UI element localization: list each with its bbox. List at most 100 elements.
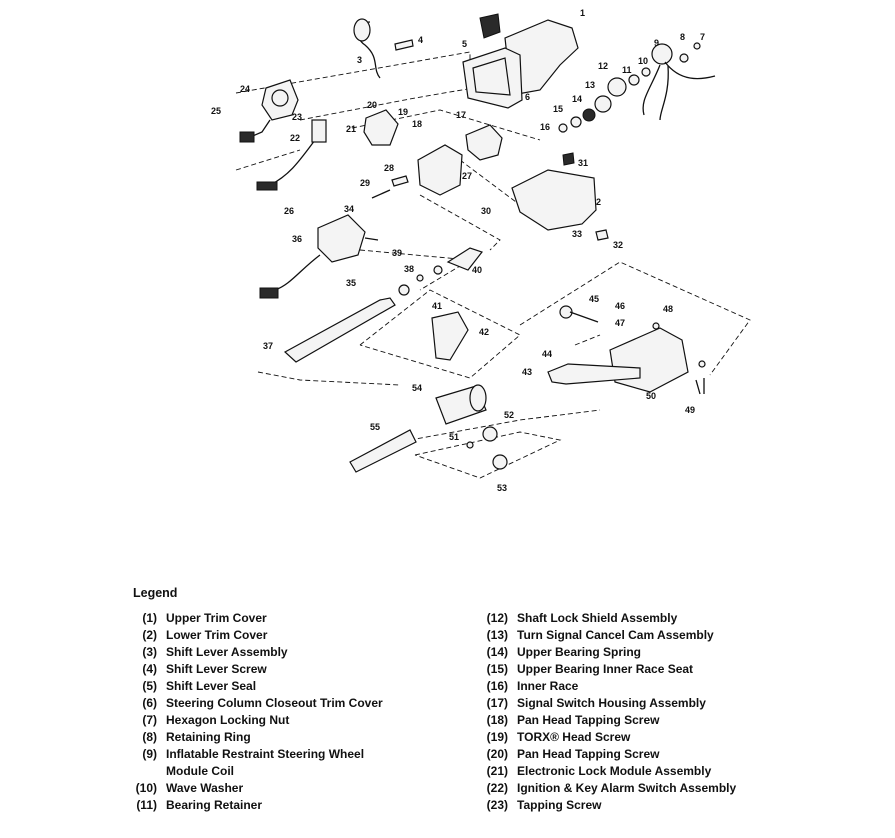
legend-item: (9)Inflatable Restraint Steering Wheel M… (142, 747, 365, 778)
ignition-switch-wiring (269, 139, 316, 186)
callout-47: 47 (615, 318, 625, 328)
callout-5: 5 (462, 39, 467, 49)
assembly-dash-lines (235, 51, 751, 479)
multifunction-switch (317, 214, 366, 263)
callout-55: 55 (370, 422, 380, 432)
callout-15: 15 (553, 104, 563, 114)
callout-43: 43 (522, 367, 532, 377)
shaft-gear (446, 247, 483, 271)
legend-item: (15)Upper Bearing Inner Race Seat (486, 662, 694, 676)
callout-12: 12 (598, 61, 608, 71)
callout-17: 17 (456, 110, 466, 120)
callout-22: 22 (290, 133, 300, 143)
lower-trim-cover (511, 169, 597, 231)
shift-lever-seal (479, 13, 501, 39)
callout-21: 21 (346, 124, 356, 134)
callout-45: 45 (589, 294, 599, 304)
legend-item: (8)Retaining Ring (142, 730, 251, 744)
legend-item: (13)Turn Signal Cancel Cam Assembly (486, 628, 714, 642)
lower-shaft (349, 429, 417, 473)
retaining-ring (679, 53, 689, 63)
legend-item: (3)Shift Lever Assembly (142, 645, 288, 659)
callout-49: 49 (685, 405, 695, 415)
callout-6: 6 (525, 92, 530, 102)
legend-item: (4)Shift Lever Screw (142, 662, 267, 676)
legend-right-column: (12)Shaft Lock Shield Assembly (13)Turn … (478, 610, 737, 814)
callout-40: 40 (472, 265, 482, 275)
column-jacket (609, 327, 689, 393)
callout-50: 50 (646, 391, 656, 401)
legend-item: (17)Signal Switch Housing Assembly (486, 696, 706, 710)
legend-item: (10)Wave Washer (135, 781, 244, 795)
callout-32: 32 (613, 240, 623, 250)
steering-column-housing (417, 144, 463, 196)
callout-4: 4 (418, 35, 423, 45)
upper-bearing-spring (582, 108, 596, 122)
callout-14: 14 (572, 94, 582, 104)
legend-title: Legend (133, 586, 178, 600)
bearing-inner-race-seat (570, 116, 582, 128)
callout-13: 13 (585, 80, 595, 90)
callout-27: 27 (462, 171, 472, 181)
callout-54: 54 (412, 383, 422, 393)
callout-25: 25 (211, 106, 221, 116)
legend-item: (19)TORX® Head Screw (486, 730, 631, 744)
legend-item: (2)Lower Trim Cover (142, 628, 268, 642)
callout-39: 39 (392, 248, 402, 258)
callout-24: 24 (240, 84, 250, 94)
shaft-lock-shield (607, 77, 627, 97)
callout-53: 53 (497, 483, 507, 493)
legend-item: (1)Upper Trim Cover (142, 611, 267, 625)
callout-28: 28 (384, 163, 394, 173)
steering-wheel-module-coil (651, 43, 673, 65)
signal-switch-housing (465, 124, 503, 161)
callout-51: 51 (449, 432, 459, 442)
callout-29: 29 (360, 178, 370, 188)
callout-8: 8 (680, 32, 685, 42)
callout-48: 48 (663, 304, 673, 314)
callout-37: 37 (263, 341, 273, 351)
legend-item: (5)Shift Lever Seal (142, 679, 257, 693)
inner-race (558, 123, 568, 133)
legend-item: (12)Shaft Lock Shield Assembly (486, 611, 678, 625)
callout-26: 26 (284, 206, 294, 216)
electronic-lock-module (363, 109, 399, 146)
bearing-retainer (628, 74, 640, 86)
callout-19: 19 (398, 107, 408, 117)
callout-23: 23 (292, 112, 302, 122)
steering-shaft (283, 297, 396, 363)
legend-item: (20)Pan Head Tapping Screw (486, 747, 660, 761)
callout-1: 1 (580, 8, 585, 18)
callout-20: 20 (367, 100, 377, 110)
legend-item: (16)Inner Race (486, 679, 579, 693)
wave-washer (641, 67, 651, 77)
callout-labels: 1 2 3 4 5 6 7 8 9 10 11 12 13 14 15 16 1… (211, 8, 705, 493)
callout-36: 36 (292, 234, 302, 244)
callout-3: 3 (357, 55, 362, 65)
callout-34: 34 (344, 204, 354, 214)
callout-41: 41 (432, 301, 442, 311)
legend-item: (18)Pan Head Tapping Screw (486, 713, 660, 727)
exploded-steering-column-diagram: 1 2 3 4 5 6 7 8 9 10 11 12 13 14 15 16 1… (211, 8, 751, 493)
callout-7: 7 (700, 32, 705, 42)
legend-item: (21)Electronic Lock Module Assembly (486, 764, 712, 778)
callout-16: 16 (540, 122, 550, 132)
callout-52: 52 (504, 410, 514, 420)
lock-actuator (431, 311, 469, 361)
legend-item: (22)Ignition & Key Alarm Switch Assembly (486, 781, 737, 795)
callout-2: 2 (596, 197, 601, 207)
callout-46: 46 (615, 301, 625, 311)
callout-38: 38 (404, 264, 414, 274)
shift-lever-screw (394, 39, 414, 51)
legend-item: (14)Upper Bearing Spring (486, 645, 642, 659)
legend-item: (6)Steering Column Closeout Trim Cover (142, 696, 383, 710)
legend-item: (23)Tapping Screw (486, 798, 602, 812)
hexagon-locking-nut (693, 42, 701, 50)
callout-11: 11 (622, 65, 632, 75)
legend-left-column: (1)Upper Trim Cover (2)Lower Trim Cover … (127, 610, 396, 814)
legend-item: (7)Hexagon Locking Nut (142, 713, 290, 727)
callout-44: 44 (542, 349, 552, 359)
legend-item: (11)Bearing Retainer (136, 798, 263, 812)
turn-signal-cancel-cam (594, 95, 612, 113)
callout-10: 10 (638, 56, 648, 66)
